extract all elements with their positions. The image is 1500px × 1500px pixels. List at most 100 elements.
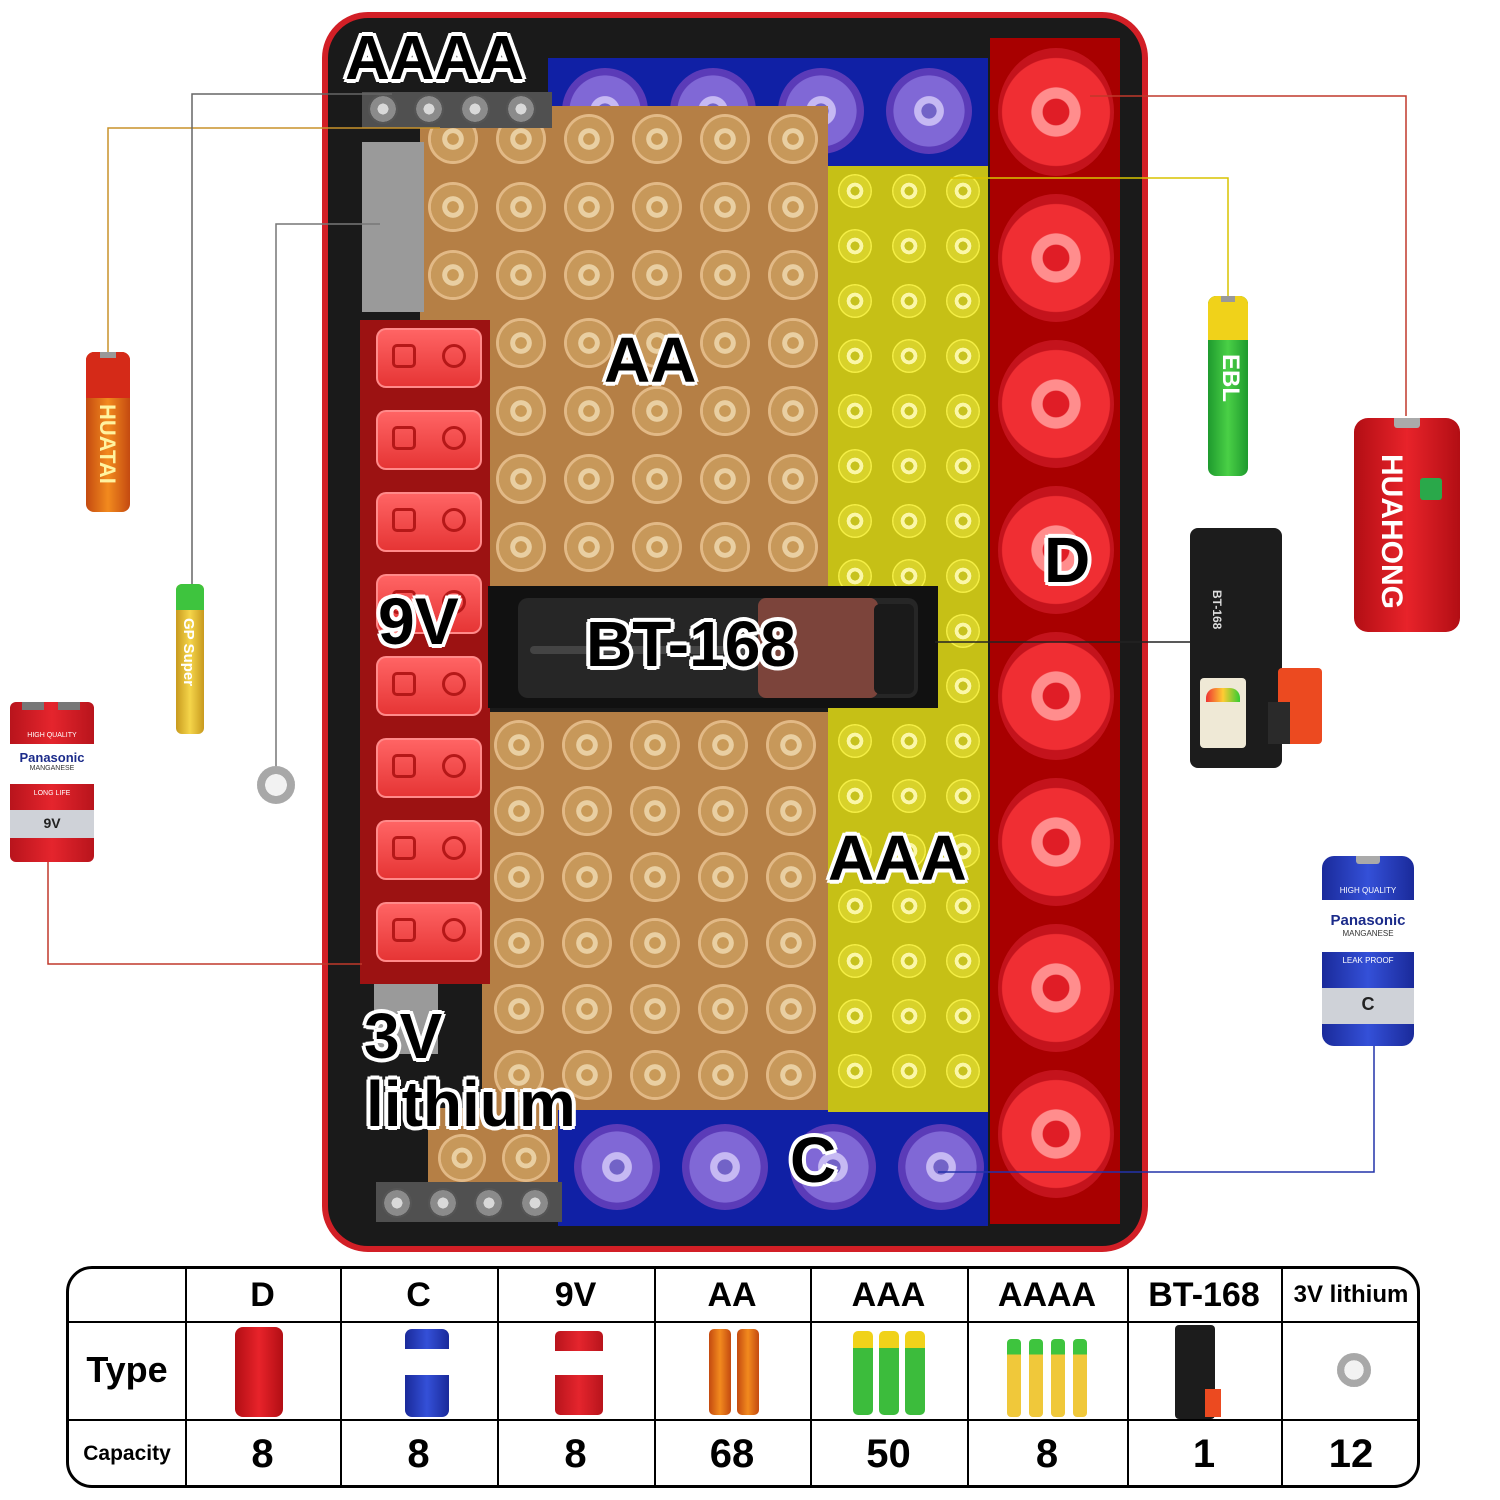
aaa-slot bbox=[946, 284, 980, 318]
aa-slot bbox=[562, 918, 612, 968]
aaa-slot bbox=[892, 779, 926, 813]
tester-device bbox=[518, 598, 918, 698]
d-slot bbox=[998, 632, 1114, 760]
c-rating-text: C bbox=[1361, 994, 1375, 1014]
table-tester-icon bbox=[1175, 1325, 1221, 1419]
c-top-text: HIGH QUALITY bbox=[1339, 886, 1397, 895]
aaa-slot bbox=[946, 834, 980, 868]
d-battery-icon: HUAHONG bbox=[1354, 418, 1460, 632]
aa-slot bbox=[564, 454, 614, 504]
table-9v-icon bbox=[555, 1331, 603, 1415]
aa-slot bbox=[496, 182, 546, 232]
aa-slot bbox=[494, 786, 544, 836]
col-header-aaaa: AAAA bbox=[997, 1275, 1097, 1314]
aa-slot bbox=[768, 250, 818, 300]
tester-slider-icon bbox=[1268, 668, 1322, 744]
d-slot bbox=[998, 48, 1114, 176]
row-capacity-label: Capacity bbox=[83, 1442, 171, 1465]
leader-lines bbox=[47, 93, 1407, 1173]
aaaa-slot bbox=[460, 94, 490, 124]
c-slot bbox=[886, 68, 972, 154]
col-header-bt168: BT-168 bbox=[1148, 1275, 1260, 1314]
capacity-9v: 8 bbox=[564, 1431, 587, 1476]
table-aaa-icon-3 bbox=[905, 1331, 925, 1415]
table-aaa-icon-2 bbox=[879, 1331, 899, 1415]
aaa-slot bbox=[892, 449, 926, 483]
aaa-label: AAA bbox=[828, 822, 967, 894]
aa-brand-text: HUATAI bbox=[95, 404, 120, 484]
aa-slot bbox=[766, 984, 816, 1034]
aa-slot bbox=[496, 454, 546, 504]
aaa-slot bbox=[838, 1054, 872, 1088]
aa-slot bbox=[564, 114, 614, 164]
aa-slot bbox=[564, 318, 614, 368]
aaa-slot bbox=[892, 944, 926, 978]
aa-slot bbox=[496, 250, 546, 300]
aaaa-battery-icon: GP Super bbox=[176, 584, 204, 734]
aa-slot bbox=[698, 720, 748, 770]
aa-slot bbox=[700, 454, 750, 504]
aaa-slot bbox=[892, 229, 926, 263]
aa-slot bbox=[494, 852, 544, 902]
aa-battery-icon: HUATAI bbox=[86, 352, 130, 512]
aaa-slot bbox=[946, 449, 980, 483]
aa-slot bbox=[698, 786, 748, 836]
capacity-aaa: 50 bbox=[866, 1431, 911, 1476]
aaa-slot bbox=[892, 339, 926, 373]
aa-slot bbox=[768, 318, 818, 368]
aaa-slot bbox=[838, 229, 872, 263]
aa-slot bbox=[562, 984, 612, 1034]
aaa-slot bbox=[946, 339, 980, 373]
c-brand-text: Panasonic bbox=[1330, 912, 1406, 929]
tester-icon: BT-168 bbox=[1190, 528, 1282, 768]
aa-slot bbox=[632, 114, 682, 164]
table-d-icon bbox=[235, 1327, 283, 1417]
aa-slot bbox=[768, 386, 818, 436]
aaaa-slot bbox=[428, 1188, 458, 1218]
aa-slot bbox=[632, 318, 682, 368]
col-header-aa: AA bbox=[707, 1275, 757, 1314]
aa-slot bbox=[494, 984, 544, 1034]
aaa-slot bbox=[838, 834, 872, 868]
nine-v-rating-text: 9V bbox=[43, 815, 61, 831]
aa-slot bbox=[496, 522, 546, 572]
capacity-aa: 68 bbox=[709, 1431, 755, 1476]
nine-v-slot bbox=[376, 574, 482, 634]
d-slot bbox=[998, 486, 1114, 614]
aaa-slot bbox=[838, 449, 872, 483]
capacity-d: 8 bbox=[251, 1431, 274, 1476]
table-c-icon bbox=[405, 1329, 449, 1417]
aaaa-slot bbox=[414, 94, 444, 124]
col-header-aaa: AAA bbox=[851, 1275, 926, 1314]
aa-slot bbox=[428, 250, 478, 300]
nine-v-battery-icon: HIGH QUALITY Panasonic MANGANESE LONG LI… bbox=[10, 702, 94, 862]
aa-slot bbox=[698, 918, 748, 968]
aaa-slot bbox=[838, 504, 872, 538]
three-v-label-line1: 3V bbox=[364, 1000, 443, 1072]
aa-slot bbox=[494, 1050, 544, 1100]
aa-slot bbox=[438, 1134, 486, 1182]
aaa-slot bbox=[838, 999, 872, 1033]
aa-slot bbox=[496, 386, 546, 436]
aaa-slot bbox=[946, 944, 980, 978]
aa-slot bbox=[698, 984, 748, 1034]
aa-slot bbox=[630, 852, 680, 902]
aa-slot bbox=[564, 250, 614, 300]
aa-slot bbox=[428, 182, 478, 232]
aa-slot bbox=[632, 522, 682, 572]
aaa-slot bbox=[838, 394, 872, 428]
aaa-slot bbox=[892, 889, 926, 923]
aaa-slot bbox=[946, 559, 980, 593]
aa-slot bbox=[698, 852, 748, 902]
aa-slot bbox=[700, 386, 750, 436]
aaaa-slot bbox=[368, 94, 398, 124]
aa-slot bbox=[564, 522, 614, 572]
aaa-battery-icon: EBL bbox=[1208, 296, 1248, 476]
aaa-slot bbox=[946, 779, 980, 813]
capacity-3v-lithium: 12 bbox=[1328, 1431, 1374, 1476]
aaa-slot bbox=[892, 394, 926, 428]
aa-slot bbox=[766, 786, 816, 836]
aaaa-slot bbox=[506, 94, 536, 124]
nine-v-slot bbox=[376, 820, 482, 880]
tester-model-text: BT-168 bbox=[1210, 590, 1224, 630]
